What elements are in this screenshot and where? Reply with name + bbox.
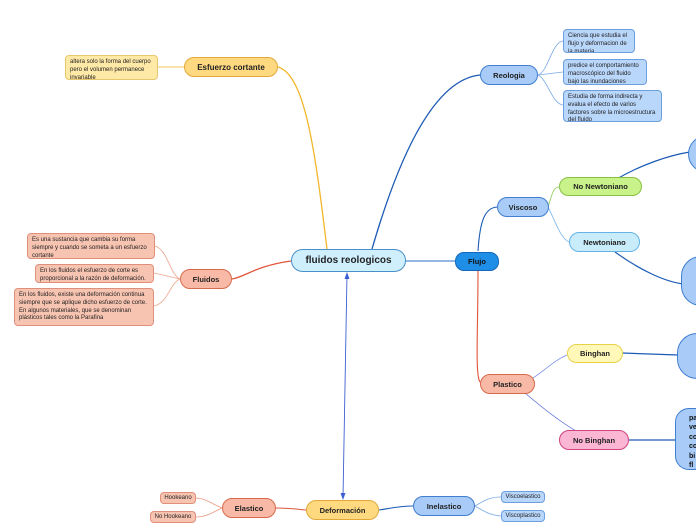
partial-text: fl: [689, 462, 694, 470]
partial-text: co: [689, 443, 696, 451]
topic-fluidos[interactable]: Fluidos: [180, 269, 232, 289]
cropped-subtopic-no-binghan[interactable]: pa ve co co bi fl: [675, 408, 696, 470]
note-fluidos-1: Es una sustancia que cambia su forma sie…: [27, 233, 155, 259]
topic-reologia[interactable]: Reologia: [480, 65, 538, 85]
topic-no-newtoniano[interactable]: No Newtoniano: [559, 177, 642, 196]
note-text: En los fluidos el esfuerzo de corte es p…: [40, 268, 146, 282]
note-text: predice el comportamiento macroscópico d…: [568, 63, 639, 85]
note-text: Hookeano: [164, 495, 192, 501]
note-hookeano: Hookeano: [160, 492, 196, 504]
topic-plastico[interactable]: Plastico: [480, 374, 535, 394]
note-reologia-2: predice el comportamiento macroscópico d…: [563, 59, 647, 85]
note-text: No Hookeano: [154, 514, 192, 520]
partial-text: ve: [689, 424, 696, 432]
partial-text: bi: [689, 452, 696, 460]
topic-esfuerzo-cortante[interactable]: Esfuerzo cortante: [184, 57, 278, 77]
note-reologia-1: Ciencia que estudia el flujo y deformaci…: [563, 29, 635, 53]
topic-newtoniano[interactable]: Newtoniano: [569, 232, 640, 252]
note-text: Viscoelastico: [505, 494, 541, 500]
topic-viscoso[interactable]: Viscoso: [497, 197, 549, 217]
note-text: Estudia de forma indirecta y evalua el e…: [568, 94, 656, 122]
note-text: Es una sustancia que cambia su forma sie…: [32, 237, 147, 259]
central-topic[interactable]: fluidos reologicos: [291, 249, 406, 272]
note-reologia-3: Estudia de forma indirecta y evalua el e…: [563, 90, 662, 122]
topic-no-binghan[interactable]: No Binghan: [559, 430, 629, 450]
note-esfuerzo-cortante: altera solo la forma del cuerpo pero el …: [65, 55, 158, 80]
note-text: En los fluidos, existe una deformación c…: [19, 292, 147, 322]
topic-deformacion[interactable]: Deformación: [306, 500, 379, 520]
note-fluidos-2: En los fluidos el esfuerzo de corte es p…: [35, 264, 154, 283]
note-text: Viscoplastico: [505, 513, 541, 519]
topic-inelastico[interactable]: Inelastico: [413, 496, 475, 516]
topic-flujo[interactable]: Flujo: [455, 252, 499, 271]
note-viscoelastico: Viscoelastico: [501, 491, 545, 503]
note-text: Ciencia que estudia el flujo y deformaci…: [568, 33, 628, 53]
note-viscoplastico: Viscoplastico: [501, 510, 545, 522]
topic-elastico[interactable]: Elastico: [222, 498, 276, 518]
partial-text: pa: [689, 415, 696, 422]
note-no-hookeano: No Hookeano: [150, 511, 196, 523]
note-fluidos-3: En los fluidos, existe una deformación c…: [14, 288, 154, 326]
topic-binghan[interactable]: Binghan: [567, 344, 623, 363]
note-text: altera solo la forma del cuerpo pero el …: [70, 59, 151, 80]
partial-text: co: [689, 433, 696, 441]
